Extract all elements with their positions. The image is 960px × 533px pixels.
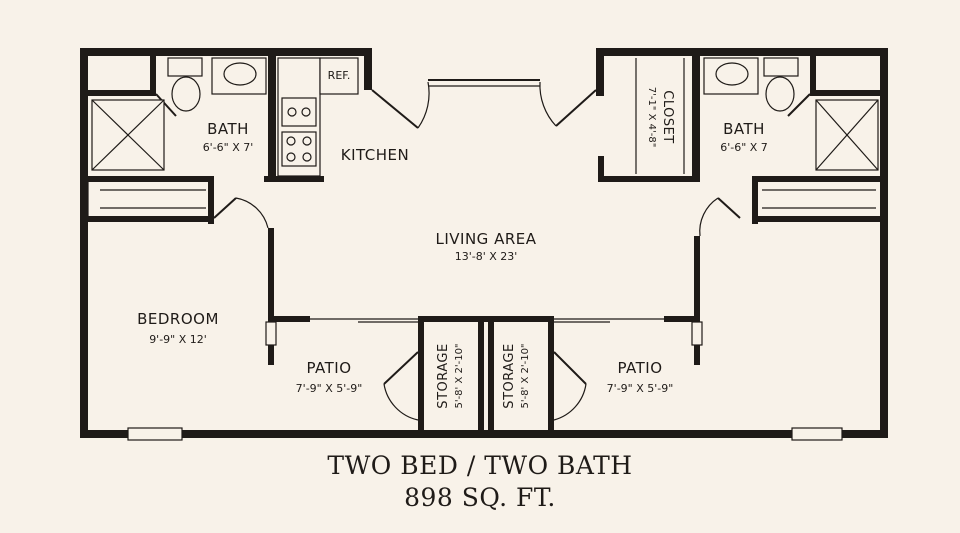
storage-right-dims: 5'-8' X 2'-10" (520, 343, 531, 408)
patio-left-label: PATIO (306, 359, 351, 377)
storage-right-label: STORAGE (502, 343, 517, 408)
square-footage-caption: 898 SQ. FT. (404, 483, 556, 512)
kitchen-ref-label: REF. (328, 69, 351, 82)
closet-label: CLOSET (660, 90, 675, 144)
interior-doors (155, 93, 811, 421)
patio-left-dims: 7'-9" X 5'-9" (296, 382, 363, 395)
bath-right-label: BATH (723, 120, 765, 138)
interior-walls (88, 48, 880, 434)
kitchen-fixtures (277, 57, 359, 177)
kitchen-label: KITCHEN (341, 146, 410, 164)
bedroom-label: BEDROOM (137, 310, 219, 328)
patio-right-dims: 7'-9" X 5'-9" (607, 382, 674, 395)
living-area-dims: 13'-8' X 23' (455, 250, 518, 263)
bath-fixtures (91, 57, 879, 171)
storage-left-dims: 5'-8' X 2'-10" (454, 343, 465, 408)
bedroom-dims: 9'-9" X 12' (149, 333, 207, 346)
patio-right-label: PATIO (617, 359, 662, 377)
closets (87, 58, 876, 216)
storage-left-label: STORAGE (436, 343, 451, 408)
bath-left-label: BATH (207, 120, 249, 138)
bath-left-dims: 6'-6" X 7' (203, 141, 254, 154)
living-area-label: LIVING AREA (435, 230, 536, 248)
entry-doors (371, 79, 597, 129)
unit-type-caption: TWO BED / TWO BATH (327, 451, 633, 480)
windows (127, 318, 843, 441)
closet-dims: 7'-1" X 4'-8" (646, 87, 657, 148)
room-labels: BATH 6'-6" X 7' REF. KITCHEN LIVING AREA… (137, 69, 768, 409)
bath-right-dims: 6'-6" X 7 (720, 141, 768, 154)
